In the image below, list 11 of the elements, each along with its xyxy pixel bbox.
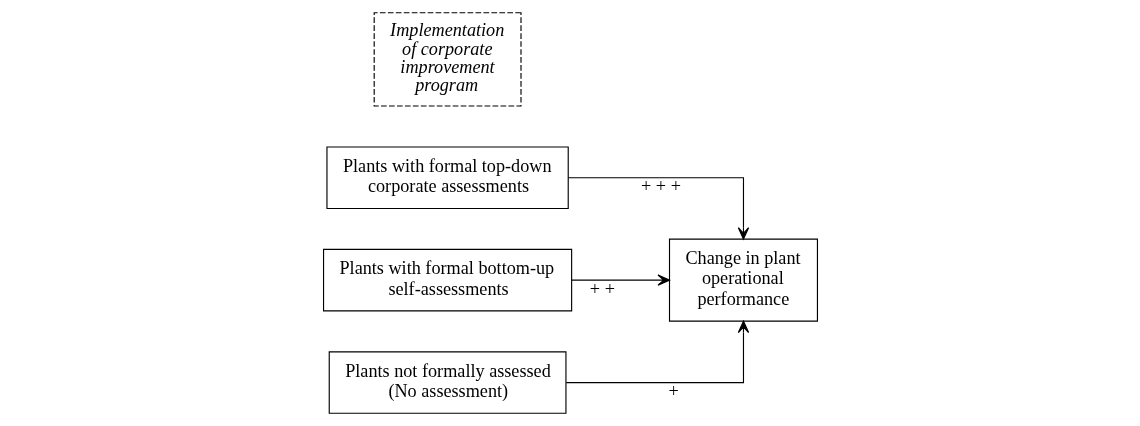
- edge-label: +: [667, 381, 679, 402]
- arrow: [565, 320, 749, 384]
- node-box: Plants not formally assessed (No assessment): [328, 351, 567, 414]
- edge-label: + +: [589, 278, 615, 299]
- node-box: Plants with formal bottom-up self-assessments: [322, 248, 572, 312]
- arrow: [567, 177, 749, 240]
- node-box: Plants with formal top-down corporate assessments: [325, 146, 569, 209]
- edge-label: + + +: [640, 176, 681, 197]
- arrow: [570, 274, 670, 286]
- node-box: Implementation of corporate improvement program: [373, 12, 522, 107]
- node-box: Change in plant operational performance: [668, 238, 818, 322]
